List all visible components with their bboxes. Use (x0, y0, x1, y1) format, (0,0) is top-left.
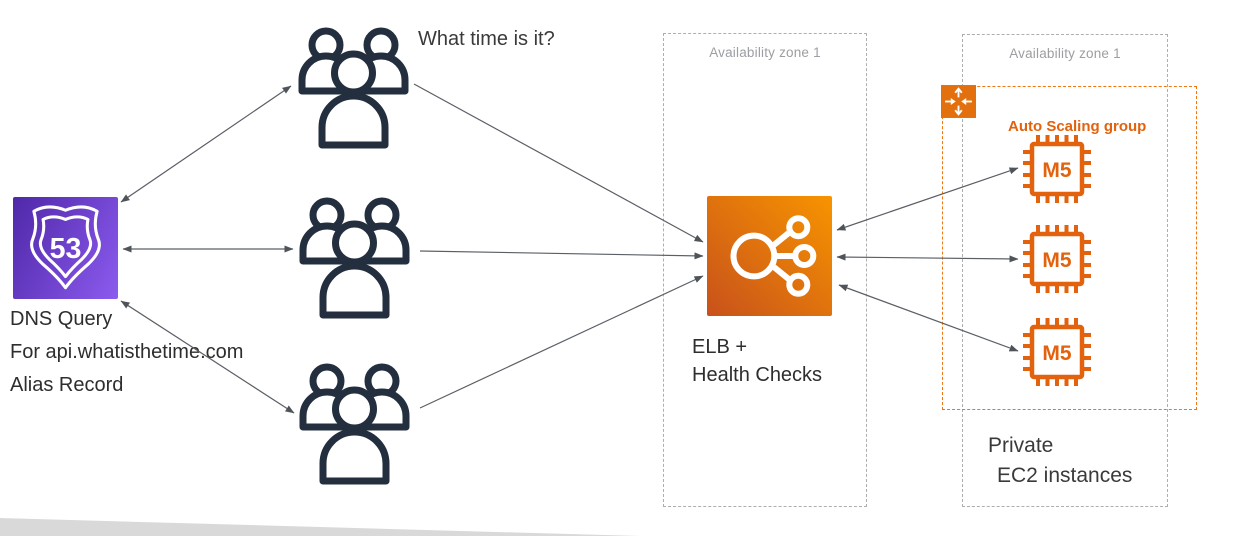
instance-label: M5 (1042, 249, 1071, 272)
caption-line: Private (988, 434, 1054, 457)
arrow-users-bottom-elb (419, 275, 704, 409)
private-ec2-caption: Private EC2 instances (988, 431, 1132, 491)
caption-line: DNS Query (10, 308, 113, 330)
caption-line: Health Checks (692, 364, 823, 386)
question-label: What time is it? (418, 28, 555, 50)
availability-zone-box-elb: Availability zone 1 (663, 33, 867, 507)
availability-zone-label: Availability zone 1 (1009, 46, 1121, 61)
ec2-m5-icon: M5 (1021, 317, 1093, 387)
caption-line: ELB + (692, 336, 748, 358)
auto-scaling-group-box: Auto Scaling group (942, 86, 1197, 410)
availability-zone-label: Availability zone 1 (709, 45, 821, 60)
instance-label: M5 (1042, 159, 1071, 182)
users-icon (297, 194, 412, 320)
elb-icon (707, 196, 832, 316)
arrow-route53-users-top (120, 85, 292, 203)
auto-scaling-group-label: Auto Scaling group (1008, 118, 1147, 135)
users-icon (296, 24, 411, 150)
users-icon (297, 360, 412, 486)
caption-line: EC2 instances (997, 464, 1133, 487)
instance-label: M5 (1042, 342, 1071, 365)
elb-caption: ELB + Health Checks (692, 333, 822, 389)
availability-zone-box-ec2: Availability zone 1 (962, 34, 1168, 507)
ec2-m5-icon: M5 (1021, 224, 1093, 294)
slide-decoration (0, 518, 640, 536)
route53-icon: 53 (13, 197, 118, 299)
dns-query-caption: DNS Query For api.whatisthetime.com Alia… (10, 303, 243, 402)
auto-scaling-icon (941, 85, 976, 118)
route53-badge: 53 (50, 233, 82, 265)
arrow-users-middle-elb (419, 250, 704, 260)
arrow-users-top-elb (413, 83, 704, 243)
caption-line: Alias Record (10, 374, 124, 396)
ec2-m5-icon: M5 (1021, 134, 1093, 204)
caption-line: For api.whatisthetime.com (10, 341, 244, 363)
